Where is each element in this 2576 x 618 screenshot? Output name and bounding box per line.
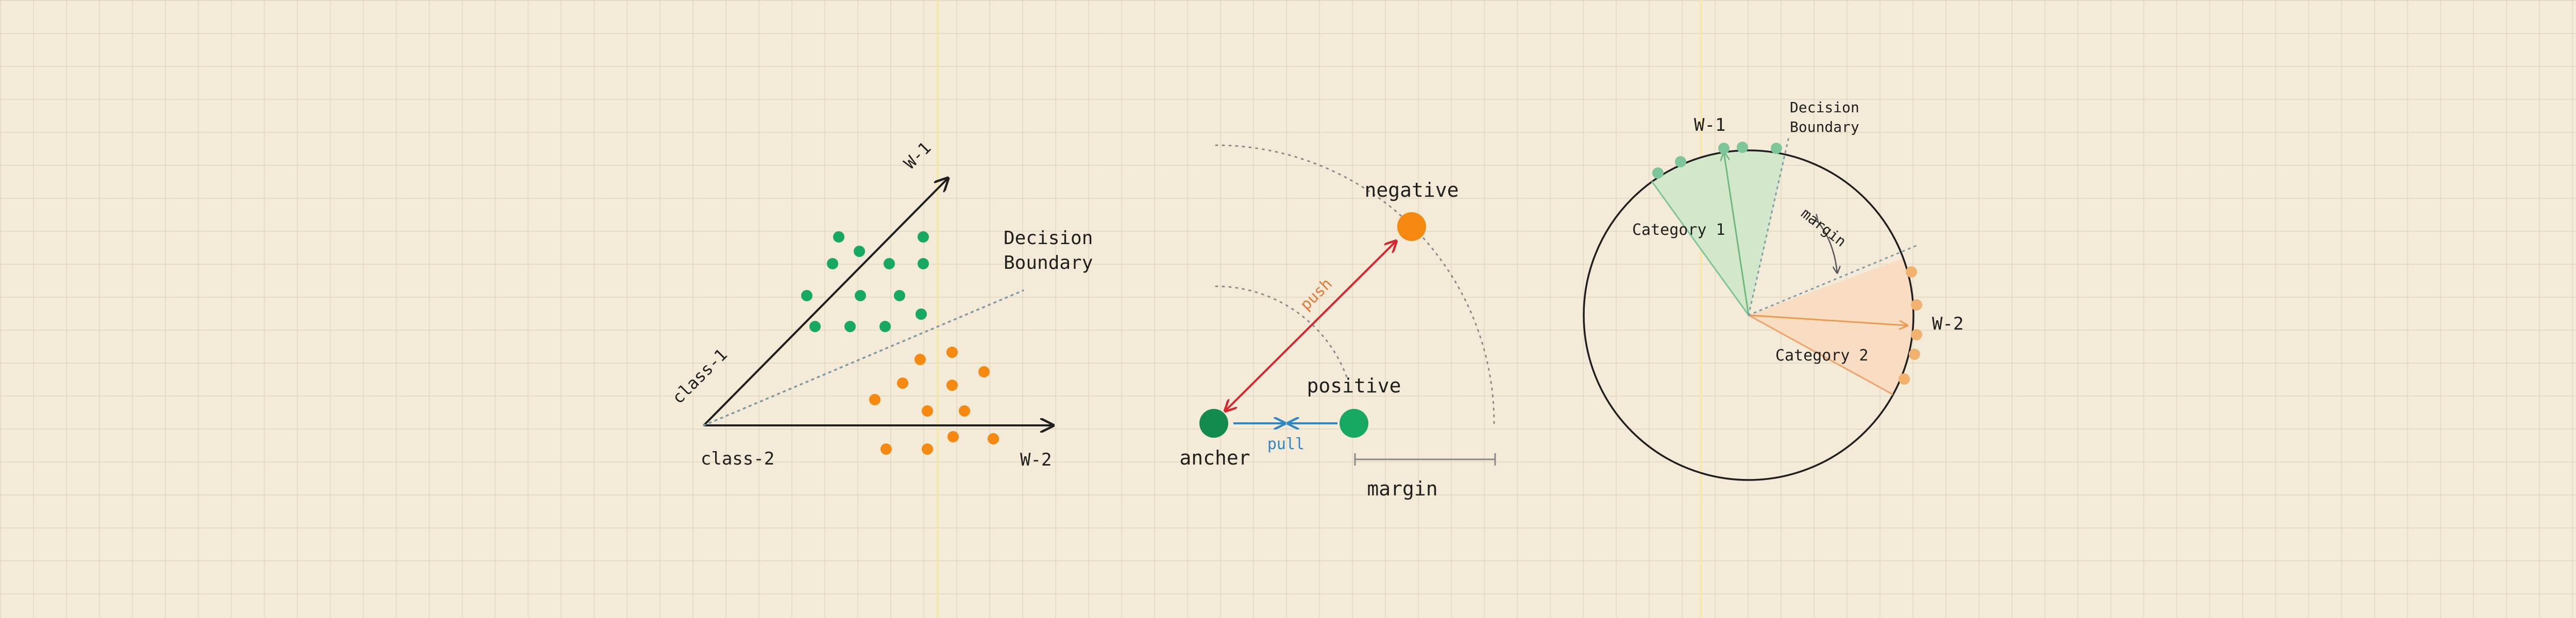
margin-label: margin xyxy=(1367,477,1437,500)
decision-boundary-line xyxy=(1748,136,1790,316)
panel-triplet-loss: negative positive ancher push pull margi… xyxy=(1179,144,1496,500)
margin-angle-arc xyxy=(1818,221,1837,273)
positive-label: positive xyxy=(1307,374,1401,397)
category1-point xyxy=(1737,142,1748,153)
category1-sector xyxy=(1652,151,1786,315)
push-arrow xyxy=(1225,241,1396,411)
w2-vector xyxy=(1748,314,1907,325)
category2-point xyxy=(1911,299,1922,311)
class2-point xyxy=(880,443,892,455)
decision-boundary-label: Boundary xyxy=(1790,118,1859,135)
class1-point xyxy=(854,246,865,257)
axis-w2-label: W-2 xyxy=(1020,450,1052,470)
class2-points xyxy=(869,347,999,455)
category2-sector xyxy=(1749,259,1913,394)
class2-point xyxy=(922,405,933,417)
category1-label: Category 1 xyxy=(1632,221,1725,239)
panel-linear-classifier: W-1 W-2 class-1 class-2 Decision Boundar… xyxy=(668,138,1093,470)
decision-boundary-label: Decision xyxy=(1790,99,1859,116)
w1-label: W-1 xyxy=(1694,115,1725,135)
class1-point xyxy=(879,321,891,332)
category2-edge xyxy=(1748,314,1893,396)
category2-label: Category 2 xyxy=(1775,347,1869,365)
class1-point xyxy=(918,258,929,269)
class2-point xyxy=(922,443,933,455)
axis-w1-label: W-1 xyxy=(900,138,935,173)
class2-point xyxy=(978,366,990,377)
class2-point xyxy=(959,405,970,417)
class2-point xyxy=(946,380,958,391)
category2-point xyxy=(1911,329,1922,340)
decision-boundary-label: Decision xyxy=(1004,228,1093,249)
decision-boundary-line xyxy=(703,289,1024,426)
class1-point xyxy=(894,290,905,301)
category2-points xyxy=(1899,266,1922,385)
class2-point xyxy=(946,347,958,358)
category1-point xyxy=(1771,143,1782,154)
margin-boundary-line xyxy=(1748,244,1919,316)
pull-label: pull xyxy=(1267,435,1304,453)
anchor-point xyxy=(1199,409,1228,438)
axis-w1-arrow xyxy=(703,178,948,426)
class2-point xyxy=(869,394,880,405)
category1-edge xyxy=(1651,181,1750,316)
class1-point xyxy=(809,321,821,332)
class1-points xyxy=(801,231,929,332)
category1-point xyxy=(1675,156,1686,167)
class1-point xyxy=(801,290,812,301)
panel-angular-margin: W-1 W-2 Decision Boundary margin Categor… xyxy=(1583,99,1963,481)
anchor-label: ancher xyxy=(1179,447,1250,469)
category2-point xyxy=(1906,266,1917,278)
vertical-guide-line xyxy=(1700,0,1702,618)
vertical-guide-line xyxy=(937,0,939,618)
category1-point xyxy=(1718,143,1730,154)
class2-point xyxy=(947,431,959,442)
negative-label: negative xyxy=(1364,179,1459,201)
category1-points xyxy=(1652,142,1782,179)
margin-label: margin xyxy=(1798,205,1850,250)
unit-hypersphere xyxy=(1583,149,1914,481)
class2-point xyxy=(897,377,908,389)
class1-point xyxy=(918,231,929,243)
category1-point xyxy=(1652,167,1664,179)
category2-point xyxy=(1909,349,1920,360)
class1-point xyxy=(827,258,838,269)
class1-point xyxy=(884,258,895,269)
class2-label: class-2 xyxy=(701,449,774,469)
negative-margin-arc xyxy=(1215,144,1495,424)
decision-boundary-label: Boundary xyxy=(1004,252,1093,273)
class2-point xyxy=(914,354,926,365)
positive-distance-arc xyxy=(1215,285,1348,378)
category2-point xyxy=(1899,373,1910,385)
class2-point xyxy=(988,433,999,444)
class1-point xyxy=(916,308,927,320)
positive-point xyxy=(1340,409,1368,438)
class1-point xyxy=(855,290,866,301)
negative-point xyxy=(1397,212,1426,241)
w1-vector xyxy=(1724,152,1750,316)
class1-point xyxy=(833,231,844,243)
class1-point xyxy=(844,321,856,332)
class1-label: class-1 xyxy=(668,345,731,407)
w2-label: W-2 xyxy=(1932,314,1963,334)
